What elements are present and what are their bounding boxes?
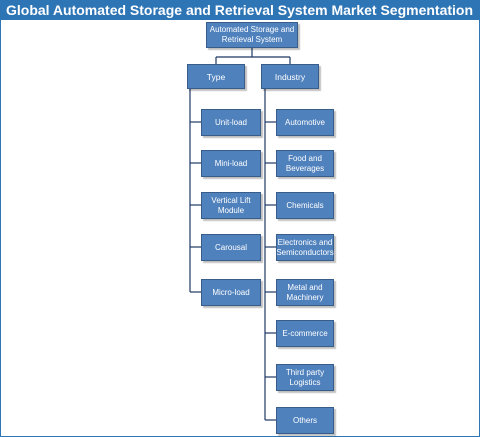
type-node-unit-load: Unit-load: [201, 109, 261, 136]
industry-node-metal-and-machinery: Metal and Machinery: [276, 279, 334, 306]
type-node-mini-load: Mini-load: [201, 150, 261, 177]
root-connector: [215, 48, 291, 64]
industry-node-automotive: Automotive: [276, 109, 334, 136]
root-node: Automated Storage and Retrieval System: [206, 22, 298, 48]
category-type: Type: [187, 64, 245, 89]
page-title: Global Automated Storage and Retrieval S…: [1, 1, 479, 20]
industry-node-third-party-logistics: Third party Logistics: [276, 364, 334, 391]
industry-node-others: Others: [276, 407, 334, 434]
industry-node-food-and-beverages: Food and Beverages: [276, 150, 334, 177]
industry-node-e-commerce: E-commerce: [276, 320, 334, 347]
type-node-micro-load: Micro-load: [201, 279, 261, 306]
type-node-carousal: Carousal: [201, 234, 261, 261]
industry-node-chemicals: Chemicals: [276, 192, 334, 219]
type-node-vertical-lift-module: Vertical Lift Module: [201, 192, 261, 219]
industry-node-electronics-and-semiconductors: Electronics and Semiconductors: [276, 234, 334, 261]
category-industry: Industry: [261, 64, 319, 89]
